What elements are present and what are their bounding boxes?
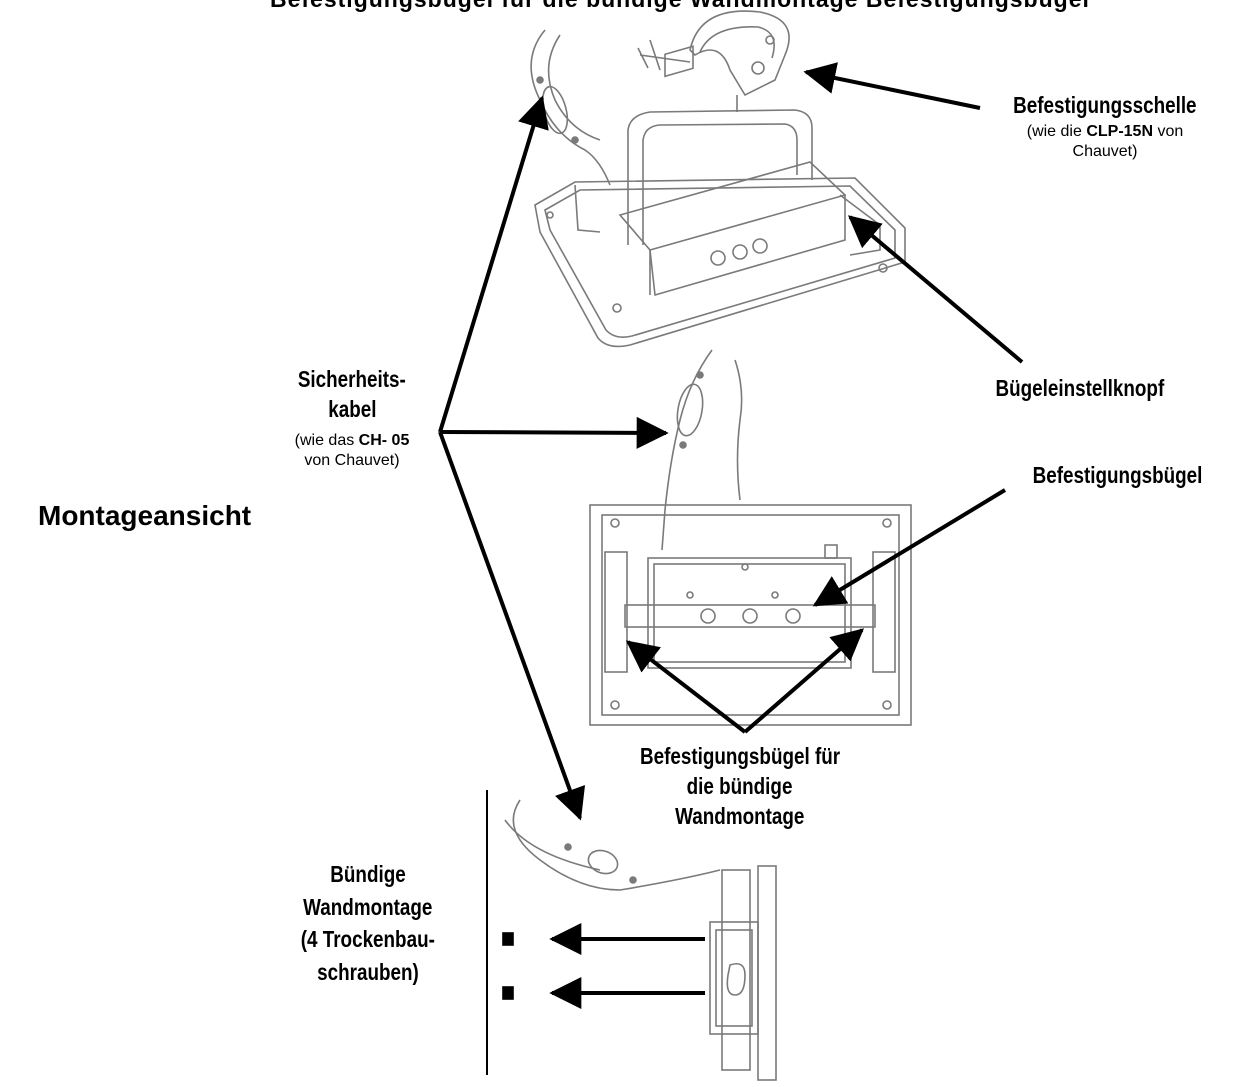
safety-cable-middle [661,349,743,551]
flush-brackets-label: Befestigungsbügel für die bündige Wandmo… [639,743,841,829]
flush-mount-label: Bündige Wandmontage (4 Trockenbau- schra… [300,861,436,985]
side-bracket [721,869,751,1071]
fixture-hanging-view [530,10,906,348]
arrow-to-bracket [812,488,1007,607]
safety-cable-line1: Sicherheits- [298,366,406,392]
arrow-cable-bottom [438,431,586,821]
flush-wall-side-view [486,790,777,1081]
arrow-flush-left [625,640,747,734]
front-bracket-bar [624,604,876,628]
clamp-label: Befestigungsschelle (wie die CLP-15N von… [960,92,1245,162]
pointer-arrows [438,62,1024,1009]
fixture-front-view [589,349,912,726]
safety-cable-top [530,29,611,186]
arrow-cable-top [438,95,549,433]
arrow-to-knob [847,215,1024,364]
clamp-drawing [637,10,790,112]
clamp-name: Befestigungsschelle [1013,92,1197,118]
bracket-label: Befestigungsbügel [1032,462,1203,488]
safety-cable-bottom [504,799,721,891]
safety-cable-label: Sicherheits- kabel (wie das CH- 05 von C… [252,365,452,471]
safety-cable-note: (wie das CH- 05 von Chauvet) [294,431,410,469]
front-housing [647,557,852,669]
arrow-flush-right [743,628,865,734]
yoke-bracket [627,109,813,245]
bracket-knob-label: Bügeleinstellknopf [995,375,1165,401]
fixture-panel [534,177,906,348]
page-title: Montageansicht [38,500,252,531]
front-panel [589,504,912,726]
safety-cable-line2: kabel [327,395,377,422]
side-panel [757,865,777,1081]
side-housing [709,921,759,1035]
arrow-to-clamp [803,62,981,110]
cutoff-heading: Befestigungsbügel für die bündige Wandmo… [0,0,1245,20]
arrow-cable-middle [439,416,669,449]
clamp-note: (wie die CLP-15N von Chauvet) [1026,122,1184,160]
